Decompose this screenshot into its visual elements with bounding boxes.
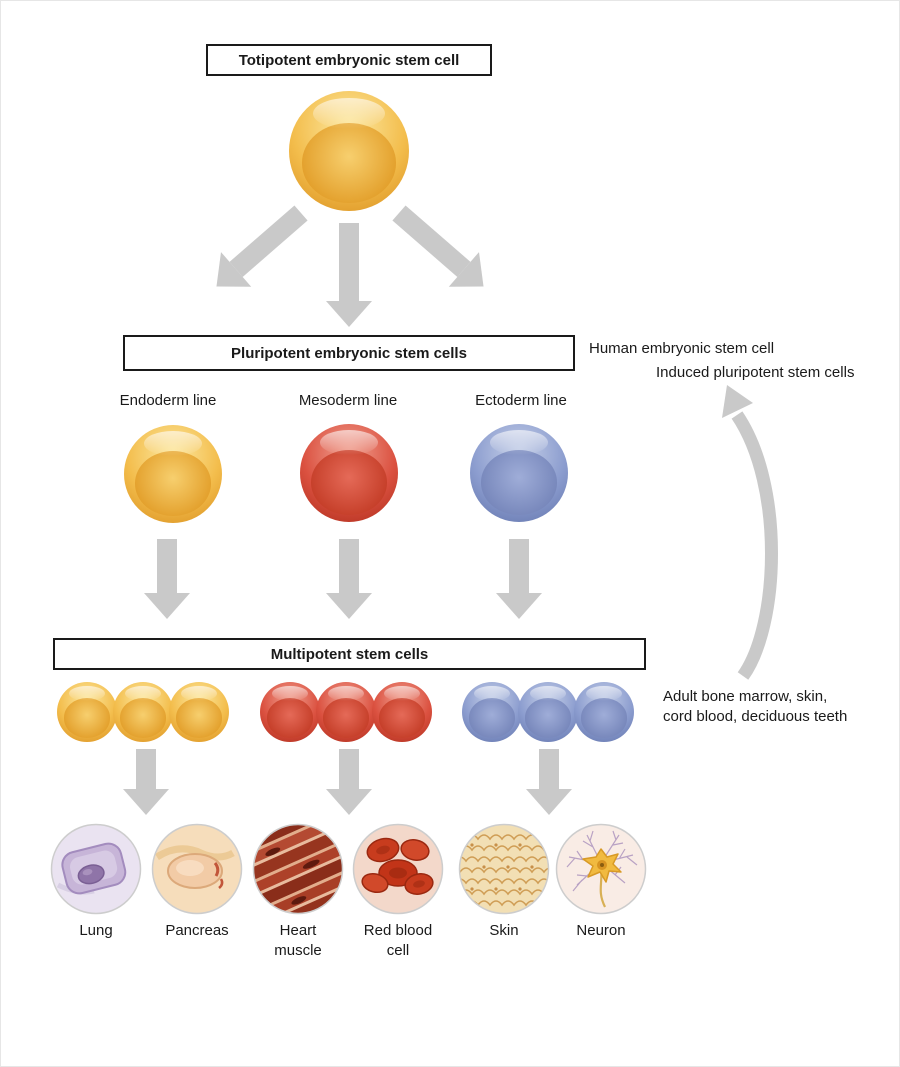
lung-tissue-icon [50, 823, 142, 915]
arrow-mesoderm-down-icon [326, 539, 372, 619]
arrow-mesoderm-tissues-icon [326, 749, 372, 815]
arrow-head [144, 593, 190, 619]
arrow-totipotent-to-ectoderm-icon [384, 196, 499, 304]
heart-muscle-tissue-icon [252, 823, 344, 915]
neuron-tissue-icon [555, 823, 647, 915]
multipotent-cell-icon [113, 682, 173, 742]
arrow-head [123, 789, 169, 815]
arrow-shaft [157, 539, 177, 593]
arrow-endoderm-tissues-icon [123, 749, 169, 815]
pancreas-label: Pancreas [165, 922, 229, 939]
pancreas-tissue-icon [151, 823, 243, 915]
endoderm-cell-icon [124, 425, 222, 523]
multipotent-box: Multipotent stem cells [53, 638, 646, 670]
lung-label: Lung [79, 922, 113, 939]
neuron-label: Neuron [576, 922, 626, 939]
induced-pluripotency-curved-arrow-icon [722, 385, 778, 680]
arrow-shaft [229, 205, 308, 277]
arrow-totipotent-to-pluripotent-icon [326, 223, 372, 327]
ectoderm-line-label: Ectoderm line [475, 392, 567, 409]
arrow-head [326, 593, 372, 619]
endoderm-multipotent-cells [57, 682, 229, 742]
arrow-ectoderm-down-icon [496, 539, 542, 619]
arrow-shaft [339, 223, 359, 301]
multipotent-cell-icon [462, 682, 522, 742]
arrow-shaft [509, 539, 529, 593]
pluripotent-box-label: Pluripotent embryonic stem cells [231, 344, 467, 362]
arrow-shaft [339, 749, 359, 789]
arrow-totipotent-to-endoderm-icon [201, 196, 316, 304]
arrow-shaft [339, 539, 359, 593]
induced-pluripotent-stem-cells-label: Induced pluripotent stem cells [656, 364, 855, 381]
red-blood-cell-label: Red blood cell [363, 922, 433, 959]
endoderm-line-label: Endoderm line [119, 392, 217, 409]
arrow-shaft [392, 205, 471, 277]
skin-label: Skin [489, 922, 519, 939]
multipotent-cell-icon [260, 682, 320, 742]
ectoderm-multipotent-cells [462, 682, 634, 742]
multipotent-cell-icon [518, 682, 578, 742]
arrow-head [326, 789, 372, 815]
arrow-shaft [539, 749, 559, 789]
multipotent-cell-icon [169, 682, 229, 742]
arrow-endoderm-down-icon [144, 539, 190, 619]
multipotent-box-label: Multipotent stem cells [270, 645, 429, 663]
mesoderm-cell-icon [300, 424, 398, 522]
totipotent-box: Totipotent embryonic stem cell [206, 44, 492, 76]
arrow-head [326, 301, 372, 327]
skin-tissue-icon [458, 823, 550, 915]
multipotent-cell-icon [57, 682, 117, 742]
totipotent-box-label: Totipotent embryonic stem cell [238, 51, 460, 69]
arrow-head [496, 593, 542, 619]
mesoderm-line-label: Mesoderm line [298, 392, 398, 409]
human-embryonic-stem-cell-label: Human embryonic stem cell [589, 340, 775, 357]
multipotent-cell-icon [316, 682, 376, 742]
multipotent-cell-icon [574, 682, 634, 742]
arrow-shaft [136, 749, 156, 789]
red-blood-cell-tissue-icon [352, 823, 444, 915]
pluripotent-box: Pluripotent embryonic stem cells [123, 335, 575, 371]
ectoderm-cell-icon [470, 424, 568, 522]
heart-muscle-label: Heart muscle [274, 922, 322, 959]
adult-sources-label: Adult bone marrow, skin, cord blood, dec… [663, 688, 848, 726]
arrow-ectoderm-tissues-icon [526, 749, 572, 815]
totipotent-cell-icon [289, 91, 409, 211]
multipotent-cell-icon [372, 682, 432, 742]
mesoderm-multipotent-cells [260, 682, 432, 742]
arrow-head [526, 789, 572, 815]
